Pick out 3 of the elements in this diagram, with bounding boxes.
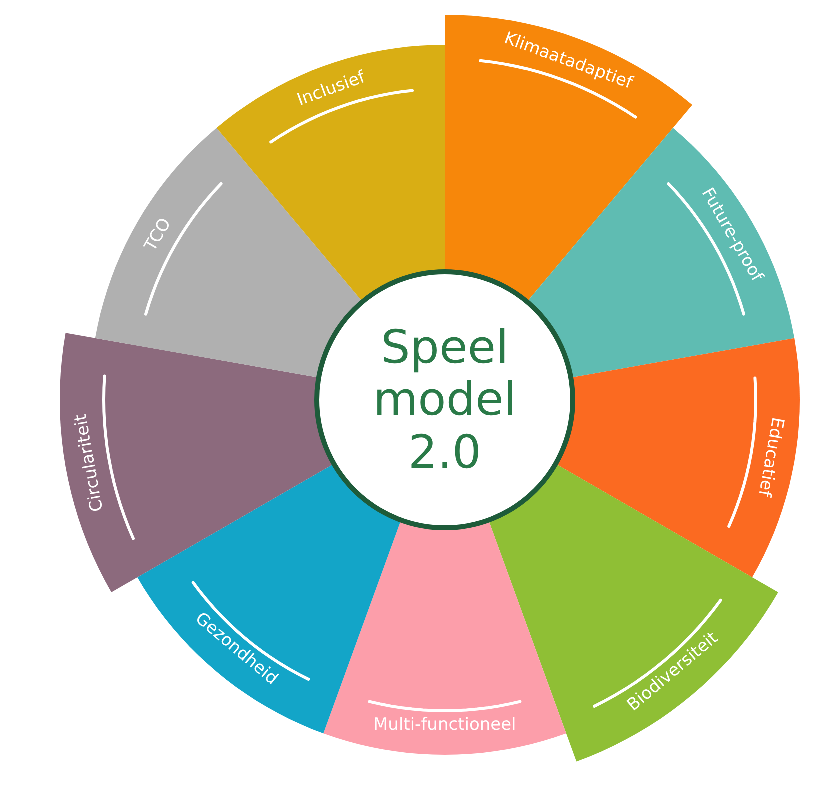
segment-label: Educatief	[754, 416, 788, 499]
segment-label: Circulariteit	[70, 412, 108, 513]
segment-label: Multi-functioneel	[374, 715, 516, 735]
